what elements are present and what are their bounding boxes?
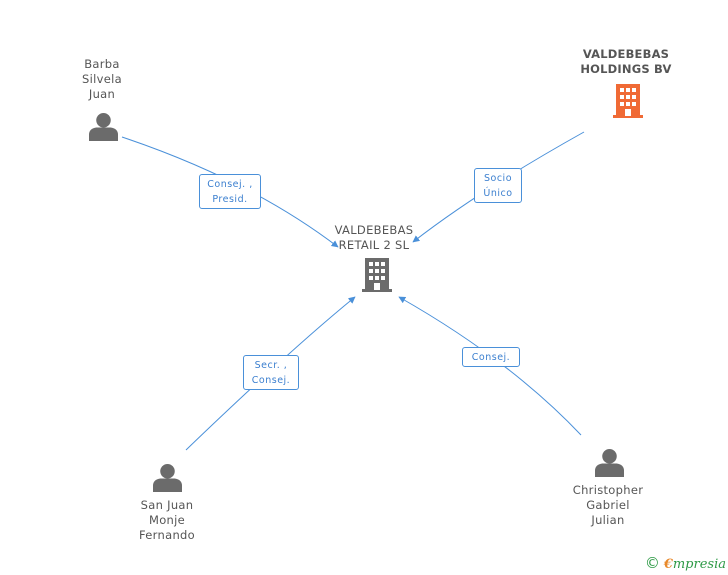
person-sanjuan-line-2: Monje bbox=[148, 513, 186, 527]
person-barba-line-1: Barba bbox=[84, 57, 120, 71]
relation-barba-line-2: Presid. bbox=[212, 194, 248, 205]
person-icon[interactable] bbox=[89, 112, 118, 141]
relation-christopher-box[interactable]: Consej. bbox=[462, 347, 520, 367]
center-company-line-2: RETAIL 2 SL bbox=[338, 238, 410, 252]
holding-company-line-1: VALDEBEBAS bbox=[582, 47, 670, 61]
brand-initial: € bbox=[663, 557, 673, 572]
relation-sanjuan-line-2: Consej. bbox=[251, 375, 291, 386]
relation-holding-line-2: Único bbox=[483, 188, 513, 199]
empresia-logo[interactable]: ©€mpresia bbox=[645, 554, 726, 572]
relation-sanjuan-line-1: Secr. , bbox=[254, 360, 288, 371]
relation-christopher-line-1: Consej. bbox=[471, 352, 511, 363]
copyright-symbol: © bbox=[644, 554, 660, 572]
holding-company-label[interactable]: VALDEBEBAS HOLDINGS BV bbox=[566, 47, 686, 77]
relation-sanjuan-box[interactable]: Secr. , Consej. bbox=[243, 355, 299, 390]
center-company-line-1: VALDEBEBAS bbox=[334, 223, 414, 237]
person-barba-label[interactable]: Barba Silvela Juan bbox=[62, 57, 142, 102]
person-christopher-label[interactable]: Christopher Gabriel Julian bbox=[560, 483, 656, 528]
person-christopher-line-2: Gabriel bbox=[586, 498, 630, 512]
person-christopher-line-1: Christopher bbox=[572, 483, 644, 497]
person-icon[interactable] bbox=[153, 463, 182, 492]
relation-holding-box[interactable]: Socio Único bbox=[474, 168, 522, 203]
person-sanjuan-line-3: Fernando bbox=[139, 528, 195, 542]
relation-barba-line-1: Consej. , bbox=[207, 179, 253, 190]
brand-name: mpresia bbox=[672, 557, 726, 572]
building-icon[interactable] bbox=[612, 84, 644, 118]
relation-barba-box[interactable]: Consej. , Presid. bbox=[199, 174, 261, 209]
person-barba-line-2: Silvela bbox=[82, 72, 122, 86]
person-christopher-line-3: Julian bbox=[591, 513, 625, 527]
holding-company-line-2: HOLDINGS BV bbox=[580, 62, 672, 76]
building-icon[interactable] bbox=[362, 258, 392, 292]
person-sanjuan-line-1: San Juan bbox=[140, 498, 194, 512]
person-icon[interactable] bbox=[595, 448, 624, 477]
person-barba-line-3: Juan bbox=[88, 87, 116, 101]
relation-holding-line-1: Socio bbox=[483, 173, 513, 184]
person-sanjuan-label[interactable]: San Juan Monje Fernando bbox=[120, 498, 214, 543]
center-company-label[interactable]: VALDEBEBAS RETAIL 2 SL bbox=[322, 223, 426, 253]
